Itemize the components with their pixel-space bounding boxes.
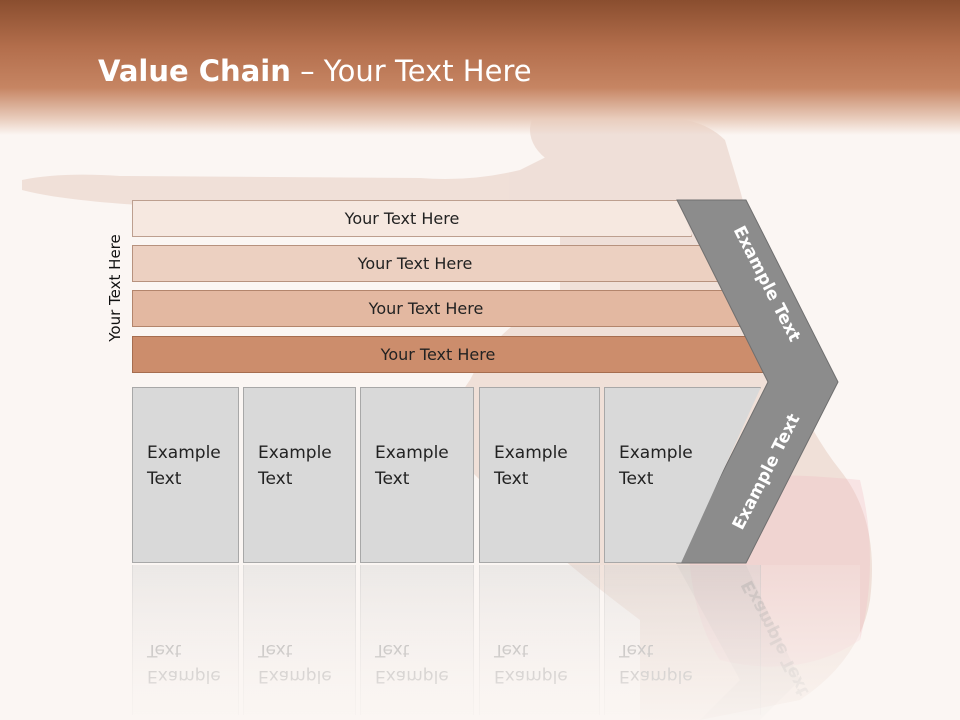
bar-1-label: Your Text Here [344, 209, 460, 228]
box-4-line1: Example [494, 443, 568, 463]
box-3-line2: Text [375, 469, 410, 489]
header-band [0, 0, 960, 135]
reflection-fade [120, 565, 860, 720]
box-2-line2: Text [258, 469, 293, 489]
bar-2: Your Text Here [132, 245, 718, 282]
bar-3-label: Your Text Here [368, 299, 484, 318]
box-4-line2: Text [494, 469, 529, 489]
box-5-line1: Example [619, 443, 693, 463]
box-1-line1: Example [147, 443, 221, 463]
box-1-line2: Text [147, 469, 182, 489]
bar-2-label: Your Text Here [357, 254, 473, 273]
bar-4: Your Text Here [132, 336, 764, 373]
box-5-line2: Text [619, 469, 654, 489]
bar-3: Your Text Here [132, 290, 740, 327]
bar-1: Your Text Here [132, 200, 692, 237]
box-2-line1: Example [258, 443, 332, 463]
bar-4-label: Your Text Here [380, 345, 496, 364]
slide-title: Value Chain – Your Text Here [98, 54, 532, 88]
box-3-line1: Example [375, 443, 449, 463]
chevron-shape [676, 199, 839, 564]
